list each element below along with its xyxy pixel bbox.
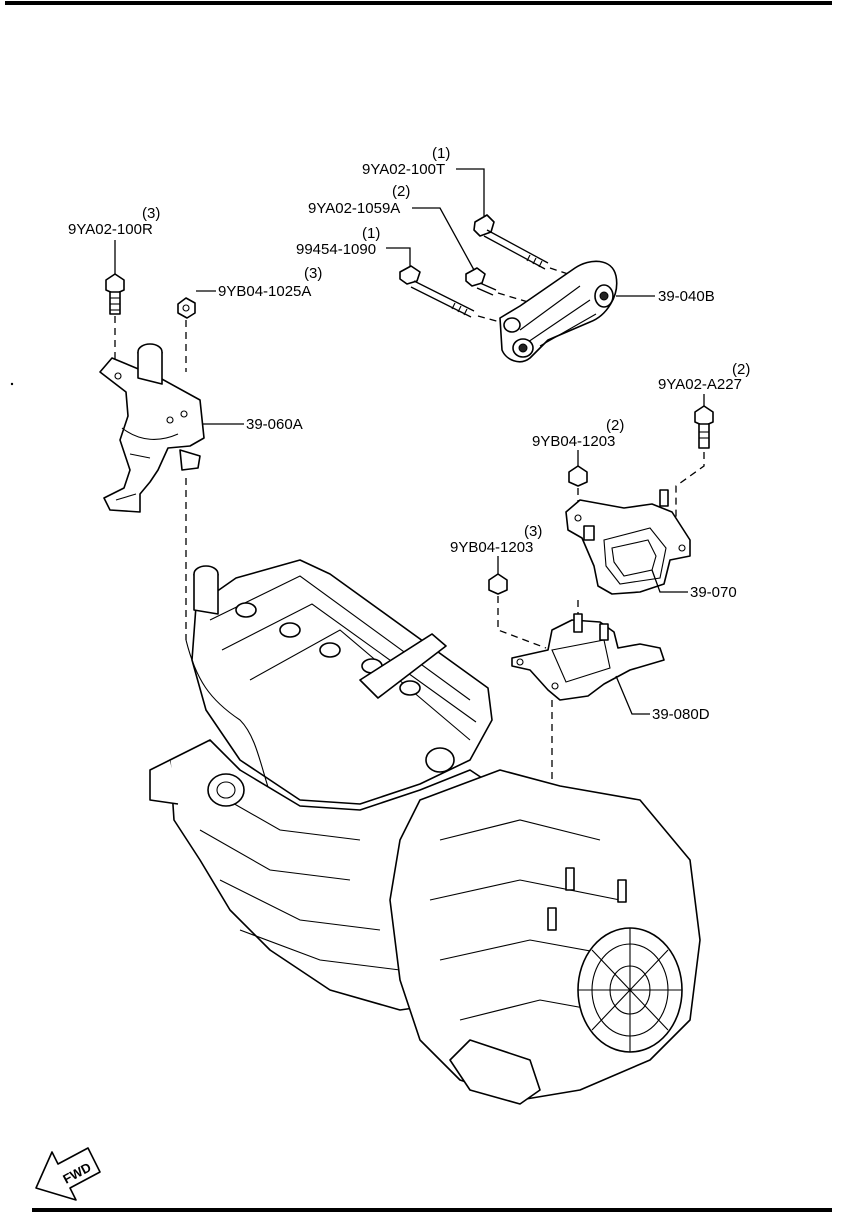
callout-qty: (2) <box>392 183 410 200</box>
part-number-label: 39-070 <box>690 584 737 601</box>
callout-part-number: 9YB04-1203 <box>450 539 533 556</box>
nut-9yb04-1203-upper <box>568 465 588 487</box>
callout-part-number: 9YA02-100T <box>362 161 445 178</box>
callout-99454-1090: (1) 99454-1090 <box>296 225 411 266</box>
right-transmission-mount <box>565 489 691 595</box>
bolt-9ya02-1059a <box>465 267 497 296</box>
callout-9yb04-1203-lower: (3) 9YB04-1203 <box>450 523 542 574</box>
nut-9yb04-1203-lower <box>488 573 508 595</box>
part-number-label: 39-080D <box>652 706 710 723</box>
callout-qty: (2) <box>606 417 624 434</box>
callout-part-number: 9YA02-100R <box>68 221 153 238</box>
callout-9ya02-a227: (2) 9YA02-A227 <box>658 361 750 406</box>
callout-9yb04-1025a: (3) 9YB04-1025A <box>196 265 322 300</box>
callout-part-number: 9YB04-1203 <box>532 433 615 450</box>
torque-rod-mount <box>499 260 618 363</box>
bolt-9ya02-100t <box>473 214 549 270</box>
callout-part-number: 99454-1090 <box>296 241 376 258</box>
callout-9ya02-100t: (1) 9YA02-100T <box>362 145 485 216</box>
callout-9yb04-1203-upper: (2) 9YB04-1203 <box>532 417 624 466</box>
engine-assembly <box>149 559 701 1105</box>
callout-part-number: 9YB04-1025A <box>218 283 311 300</box>
callout-9ya02-100r: (3) 9YA02-100R <box>68 205 160 274</box>
transmission-bracket <box>511 613 665 701</box>
forward-direction-arrow-icon: FWD <box>35 1147 101 1201</box>
reference-dot <box>10 382 14 386</box>
callout-qty: (2) <box>732 361 750 378</box>
label-39-040b: 39-040B <box>616 288 715 305</box>
label-39-080d: 39-080D <box>615 675 710 723</box>
callout-part-number: 9YA02-1059A <box>308 200 400 217</box>
label-39-060a: 39-060A <box>202 416 303 433</box>
label-39-070: 39-070 <box>651 569 737 601</box>
bolt-9ya02-100r <box>105 273 125 315</box>
callout-qty: (3) <box>142 205 160 222</box>
callout-qty: (1) <box>432 145 450 162</box>
callout-part-number: 9YA02-A227 <box>658 376 742 393</box>
callout-qty: (3) <box>524 523 542 540</box>
left-engine-mount <box>99 343 205 513</box>
bolt-99454-1090 <box>399 265 475 318</box>
part-number-label: 39-060A <box>246 416 303 433</box>
part-number-label: 39-040B <box>658 288 715 305</box>
callout-9ya02-1059a: (2) 9YA02-1059A <box>308 183 475 271</box>
callout-qty: (1) <box>362 225 380 242</box>
bolt-9ya02-a227 <box>694 405 714 449</box>
nut-9yb04-1025a <box>177 297 196 319</box>
callout-qty: (3) <box>304 265 322 282</box>
